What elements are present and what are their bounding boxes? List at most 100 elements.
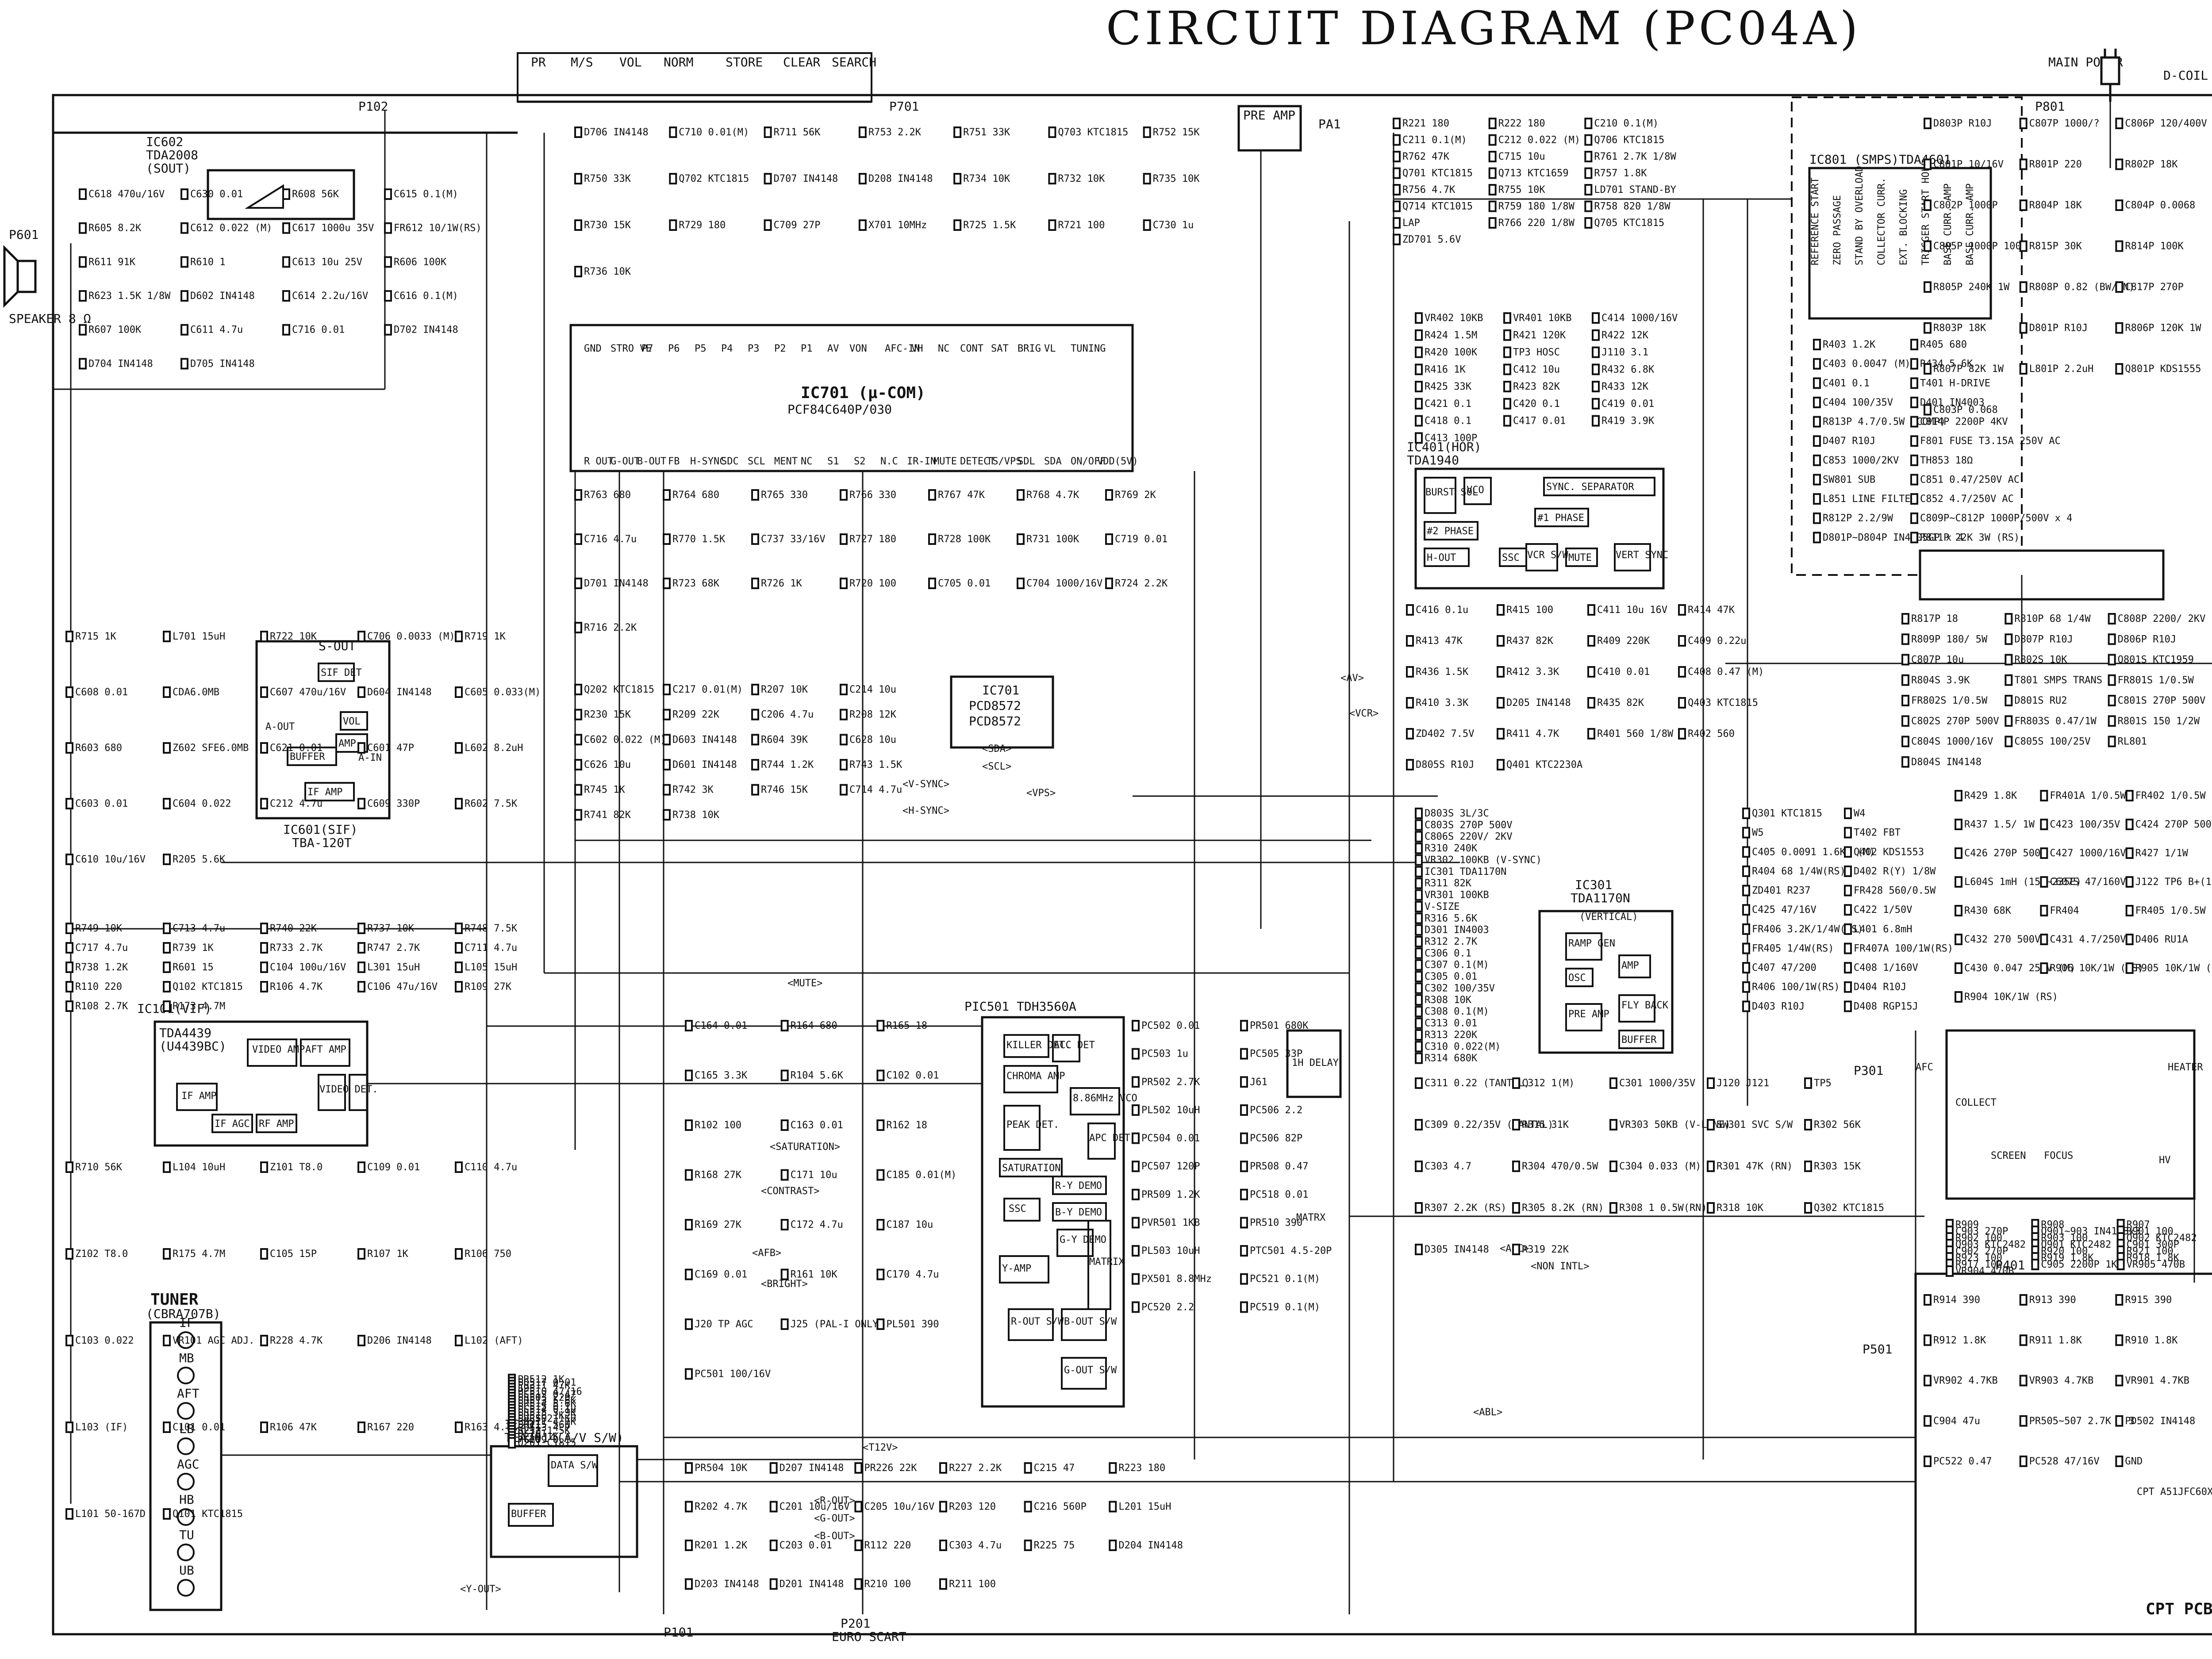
component: C730 1u [1143, 219, 1194, 231]
component-label: J25 (PAL-I ONLY) [791, 1319, 884, 1330]
component: PC522 0.47 [1924, 1456, 1992, 1467]
component-label: D706 IN4148 [584, 127, 649, 138]
component-symbol [1132, 1217, 1140, 1229]
component-label: Z602 SFE6.0MB [173, 743, 249, 754]
component: C809P~C812P 1000P/500V x 4 [1910, 512, 2072, 524]
component: L102 (AFT) [455, 1335, 523, 1346]
component-label: C607 470u/16V [270, 687, 346, 698]
component: D305 IN4148 [1415, 1244, 1489, 1255]
component-label: T801 SMPS TRANS [2014, 675, 2102, 686]
component: R403 1.2K [1813, 339, 1876, 350]
component: FR803S 0.47/1W [2005, 715, 2097, 727]
component-symbol [1592, 364, 1600, 375]
component: C421 0.1 [1415, 398, 1471, 410]
component: IC301 TDA1170N [1415, 866, 1506, 877]
component-symbol [2019, 118, 2028, 129]
component: C416 0.1u [1406, 604, 1468, 616]
component-label: VR101 AGC ADJ. [173, 1335, 254, 1346]
component-label: T401 H-DRIVE [1920, 378, 1990, 389]
component-symbol [1584, 217, 1593, 229]
component-label: R747 2.7K [367, 943, 420, 954]
component-symbol [1132, 1188, 1140, 1200]
svg-text:VOL: VOL [343, 716, 361, 727]
component-label: VR903 4.7KB [2029, 1375, 2094, 1387]
component: R756 4.7K [1393, 184, 1455, 195]
component-symbol [1804, 1161, 1812, 1172]
component-symbol [1415, 1006, 1423, 1018]
component: D408 RGP15J [1844, 1000, 1918, 1012]
component-label: C164 0.01 [695, 1020, 747, 1031]
component-label: C807P 1000/? [2029, 118, 2100, 129]
component-symbol [1901, 715, 1909, 727]
svg-text:HEATER: HEATER [2168, 1062, 2203, 1073]
component-symbol [1415, 936, 1423, 947]
speaker-icon [3, 245, 37, 308]
component-label: SW301 SVC S/W [1717, 1119, 1793, 1130]
component-symbol [282, 256, 290, 268]
component-label: C216 560P [1034, 1502, 1087, 1513]
component-label: C904 47u [1933, 1416, 1980, 1427]
component: J25 (PAL-I ONLY) [780, 1318, 884, 1330]
component: R202 4.7K [685, 1501, 748, 1513]
component: C420 0.1 [1503, 398, 1560, 410]
component-label: PR515 3.9K [518, 1407, 576, 1418]
component-symbol [1415, 1244, 1423, 1255]
component: FR405 1/4W(RS) [1742, 943, 1834, 954]
component-label: R203 120 [949, 1502, 996, 1513]
component-label: PR503 220 [518, 1392, 570, 1403]
svg-text:P2: P2 [774, 343, 786, 354]
component-symbol [2125, 934, 2134, 945]
component-label: R710 56K [75, 1162, 123, 1173]
component-symbol [1406, 666, 1414, 678]
component: Q102 KTC1815 [163, 981, 243, 992]
component-label: C801P 10/16V [1933, 159, 2004, 170]
component-symbol [751, 784, 759, 796]
svg-text:IF AMP: IF AMP [307, 787, 342, 798]
component: C704 1000/16V [1017, 578, 1102, 589]
component-symbol [764, 173, 772, 184]
component-label: C630 0.01 [190, 189, 243, 200]
component: C206 4.7u [751, 709, 814, 720]
component: C716 0.01 [282, 324, 345, 336]
component-symbol [1844, 865, 1852, 877]
component-label: R314 680K [1425, 1053, 1478, 1064]
component-symbol [2108, 695, 2116, 706]
svg-text:P3: P3 [748, 343, 760, 354]
component-symbol [2019, 158, 2028, 170]
component-label: R110 220 [75, 981, 122, 992]
component-symbol [685, 1020, 693, 1031]
component: C803S 270P 500V [1415, 819, 1513, 831]
component-symbol [1910, 416, 1918, 428]
component: C609 330P [357, 798, 420, 809]
component-symbol [1901, 756, 1909, 768]
svg-text:(SOUT): (SOUT) [146, 161, 191, 176]
component: C307 0.1(M) [1415, 959, 1489, 971]
component: C626 10u [574, 759, 631, 770]
component-symbol [1955, 819, 1962, 830]
component-symbol [455, 962, 463, 973]
component-label: R414 47K [1688, 605, 1735, 616]
component-symbol [1813, 358, 1821, 370]
component-symbol [79, 324, 87, 336]
component: C615 0.1(M) [384, 188, 458, 200]
ic701-microcontroller: IC701 (μ-COM) PCF84C640P/030 GND STRO VE… [569, 324, 1138, 472]
component-label: C104 100u/16V [270, 962, 346, 973]
euro-scart-label: EURO SCART [832, 1629, 906, 1644]
component-symbol [769, 1540, 778, 1551]
component-symbol [1406, 759, 1414, 770]
component-symbol [1813, 454, 1821, 466]
component: D801S RU2 [2005, 695, 2067, 706]
component-symbol [1804, 1077, 1812, 1089]
component-symbol [163, 1508, 171, 1520]
component-symbol [1924, 363, 1932, 375]
component: Q101 KTC1815 [163, 1508, 243, 1520]
component-symbol [1488, 118, 1497, 129]
component-symbol [1240, 1020, 1248, 1031]
component-label: RL801 [2118, 736, 2147, 747]
component-label: C418 0.1 [1425, 416, 1471, 427]
component-symbol [1132, 1132, 1140, 1144]
svg-text:UB: UB [179, 1563, 194, 1578]
component: R735 10K [1143, 173, 1200, 184]
component-symbol [1393, 167, 1401, 179]
component-symbol [854, 1462, 863, 1474]
